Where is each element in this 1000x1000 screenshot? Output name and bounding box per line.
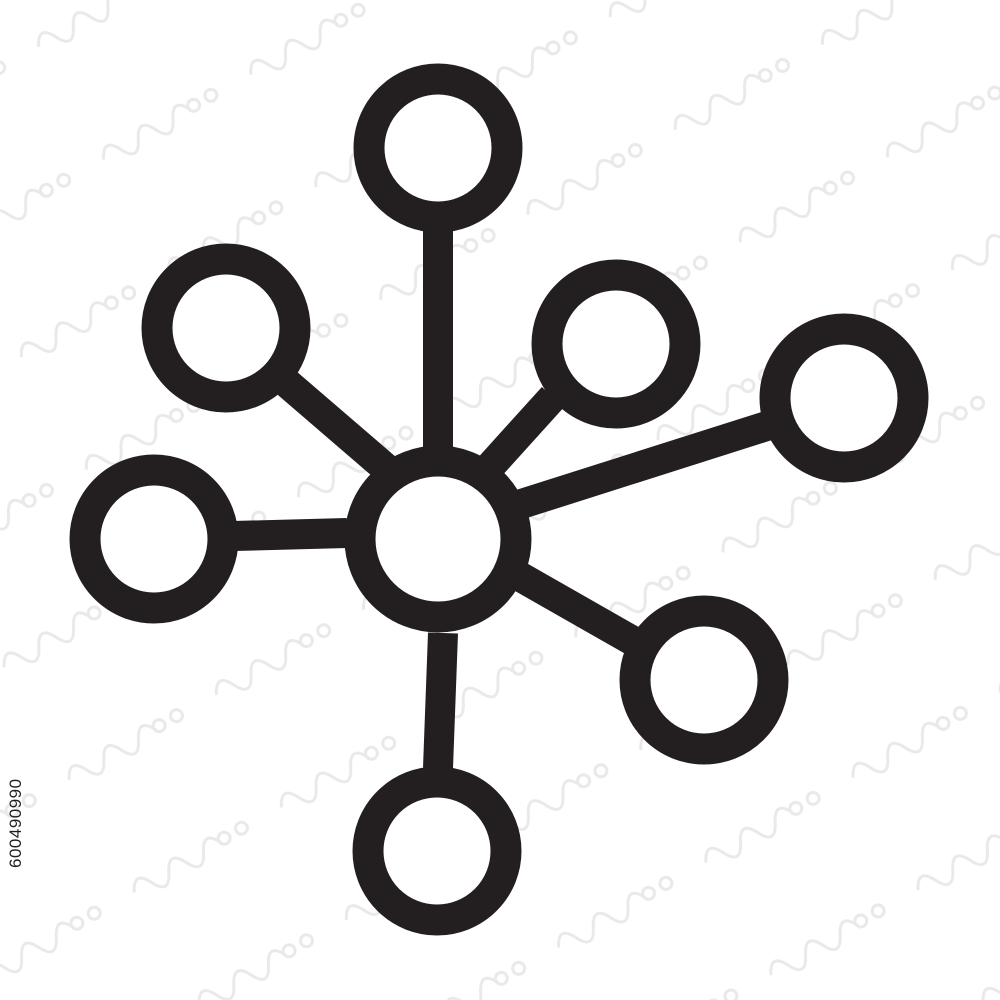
link-left — [233, 518, 348, 551]
link-right — [507, 409, 778, 522]
stock-id-label: 600490990 — [6, 778, 25, 868]
node-bottom — [352, 766, 522, 936]
node-top — [353, 63, 523, 233]
node-lower-right — [619, 595, 789, 765]
link-upper-left — [270, 365, 398, 482]
hub-node — [344, 445, 532, 633]
link-upper-right — [475, 386, 565, 481]
link-lower-right — [504, 558, 641, 655]
link-bottom — [423, 632, 458, 769]
node-left — [69, 454, 239, 624]
node-upper-left — [141, 243, 311, 413]
node-upper-right — [531, 259, 701, 429]
node-right — [759, 313, 929, 483]
